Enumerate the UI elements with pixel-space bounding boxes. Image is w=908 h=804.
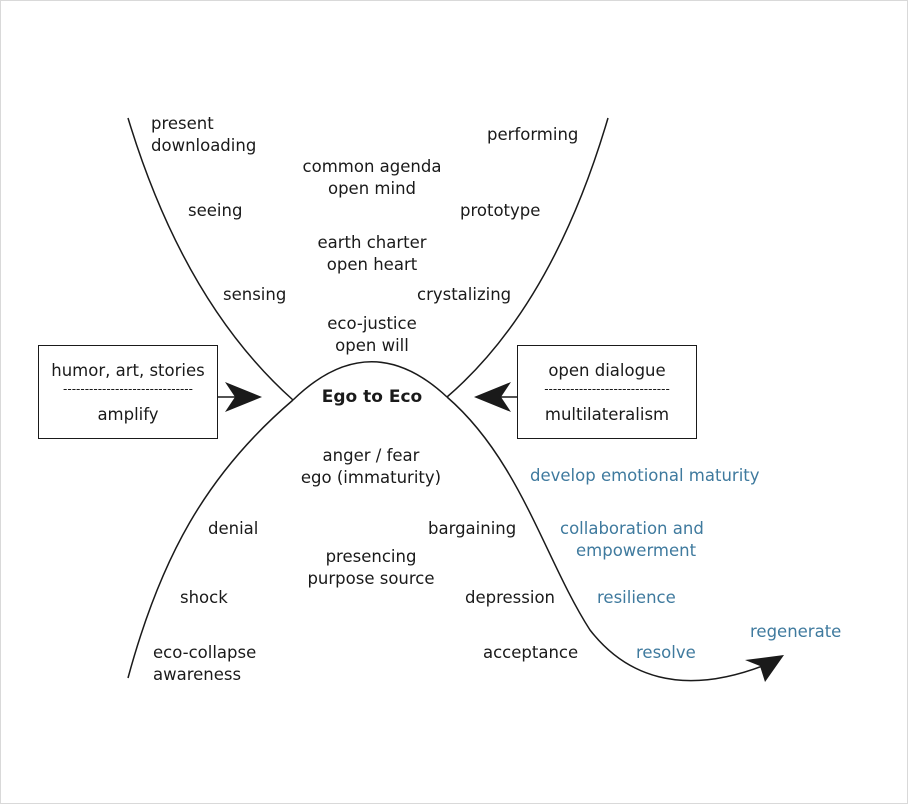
label-eco-collapse: eco-collapse (153, 643, 257, 662)
label-regenerate: regenerate (750, 622, 842, 641)
right-box: open dialogue --------------------------… (517, 345, 697, 439)
right-box-top: open dialogue (548, 361, 666, 380)
label-resilience: resilience (597, 588, 676, 607)
label-crystalizing: crystalizing (417, 285, 512, 304)
u-curve-left-upper (127, 117, 294, 401)
label-anger-fear: anger / fear (322, 446, 420, 465)
label-seeing: seeing (188, 201, 243, 220)
curve-left-lower (127, 399, 294, 679)
center-title: Ego to Eco (321, 387, 423, 407)
label-common-agenda: common agenda (302, 157, 442, 176)
curve-right-lower (446, 396, 766, 682)
label-eco-justice: eco-justice (327, 314, 417, 333)
u-curve-right-upper (446, 117, 609, 398)
label-open-will: open will (335, 336, 409, 355)
right-box-divider: ----------------------------- (544, 382, 670, 396)
label-awareness: awareness (153, 665, 242, 684)
label-acceptance: acceptance (483, 643, 579, 662)
label-open-mind: open mind (327, 179, 417, 198)
right-box-bottom: multilateralism (544, 405, 670, 424)
left-box-divider: ------------------------------ (63, 382, 193, 396)
label-performing: performing (487, 125, 579, 144)
left-box-bottom: amplify (97, 405, 159, 424)
label-depression: depression (465, 588, 556, 607)
left-box-top: humor, art, stories (51, 361, 205, 380)
label-presencing: presencing (325, 547, 417, 566)
label-present: present (151, 114, 214, 133)
label-open-heart: open heart (326, 255, 418, 274)
left-arrowhead (225, 382, 262, 412)
label-downloading: downloading (151, 136, 257, 155)
label-purpose-source: purpose source (307, 569, 435, 588)
label-shock: shock (180, 588, 228, 607)
label-empowerment: empowerment (576, 541, 697, 560)
right-arrowhead (474, 382, 511, 412)
label-prototype: prototype (460, 201, 541, 220)
label-resolve: resolve (636, 643, 696, 662)
label-collaboration-and: collaboration and (560, 519, 704, 538)
label-sensing: sensing (223, 285, 287, 304)
label-develop-emotional-maturity: develop emotional maturity (530, 466, 760, 485)
left-box: humor, art, stories --------------------… (38, 345, 218, 439)
label-earth-charter: earth charter (317, 233, 427, 252)
regenerate-arrowhead (745, 655, 784, 682)
label-bargaining: bargaining (428, 519, 517, 538)
label-ego-immaturity: ego (immaturity) (300, 468, 442, 487)
label-denial: denial (208, 519, 259, 538)
lens-top-arc (292, 361, 448, 401)
